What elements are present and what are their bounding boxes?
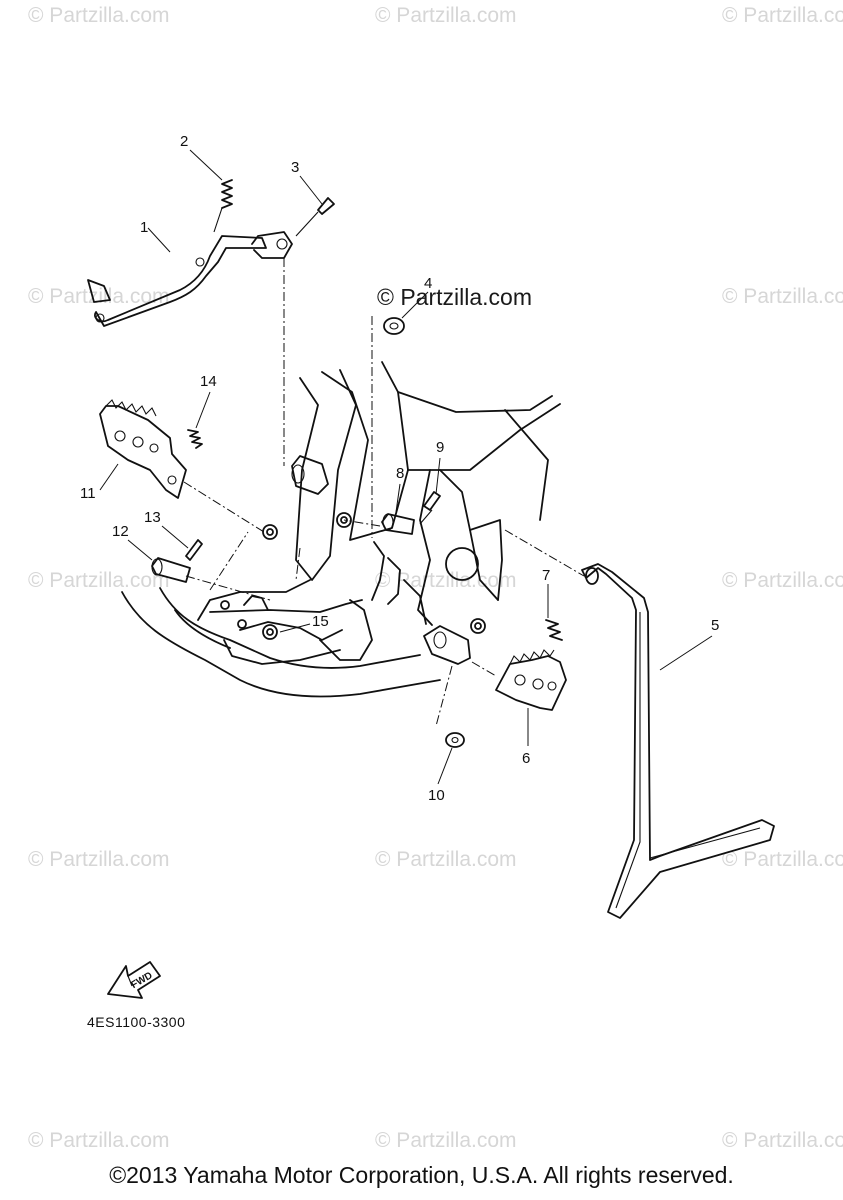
- callout-label: 5: [711, 617, 719, 634]
- callout-label: 6: [522, 750, 530, 767]
- watermark: © Partzilla.com: [375, 848, 517, 871]
- callout-label: 12: [112, 523, 129, 540]
- sidestand: [581, 563, 775, 919]
- footrest-left: [99, 399, 187, 499]
- callout-label: 13: [144, 509, 161, 526]
- return-spring: [213, 179, 233, 233]
- footrest-washer: [445, 732, 465, 748]
- watermark: © Partzilla.com: [375, 569, 517, 592]
- footrest-cotter-pin-left: [185, 539, 203, 561]
- watermark: © Partzilla.com: [722, 285, 843, 308]
- watermark: © Partzilla.com: [28, 285, 170, 308]
- watermark: © Partzilla.com: [722, 848, 843, 871]
- callout-label: 7: [542, 567, 550, 584]
- footrest-pin-left: [151, 557, 191, 583]
- watermark: © Partzilla.com: [28, 569, 170, 592]
- pivot-boss: [291, 455, 471, 665]
- footrest-spring-right: [545, 619, 563, 641]
- fwd-arrow-icon: FWD: [107, 961, 161, 999]
- callout-label: 11: [80, 485, 96, 502]
- callout-label: 3: [291, 159, 299, 176]
- watermark: © Partzilla.com: [28, 848, 170, 871]
- cotter-pin: [295, 197, 335, 237]
- watermark-featured: © Partzilla.com: [377, 284, 532, 310]
- footrest-cotter-pin: [419, 491, 441, 525]
- watermark: © Partzilla.com: [722, 4, 843, 27]
- watermark: © Partzilla.com: [28, 1129, 170, 1152]
- footrest-spring-left: [187, 429, 203, 449]
- callout-label: 8: [396, 465, 404, 482]
- watermark: © Partzilla.com: [375, 1129, 517, 1152]
- callout-label: 1: [140, 219, 148, 236]
- footrest-pin: [381, 513, 415, 535]
- copyright-notice: ©2013 Yamaha Motor Corporation, U.S.A. A…: [109, 1162, 734, 1188]
- callout-label: 10: [428, 787, 445, 804]
- watermark: © Partzilla.com: [722, 569, 843, 592]
- diagram-code: 4ES1100-3300: [87, 1014, 185, 1030]
- washer: [383, 317, 405, 335]
- callout-label: 2: [180, 133, 188, 150]
- callouts: 1 2 3 4 5 6 7 8 9 10 11 12 13 14 15: [80, 133, 719, 804]
- footrest-right: [495, 649, 567, 711]
- watermark: © Partzilla.com: [375, 4, 517, 27]
- watermark: © Partzilla.com: [722, 1129, 843, 1152]
- callout-label: 14: [200, 373, 217, 390]
- brake-pedal: [87, 231, 293, 327]
- callout-label: 4: [424, 275, 432, 292]
- assembly-lines: [183, 258, 585, 727]
- frame: [121, 361, 561, 698]
- callout-label: 9: [436, 439, 444, 456]
- callout-label: 15: [312, 613, 329, 630]
- watermark: © Partzilla.com: [28, 4, 170, 27]
